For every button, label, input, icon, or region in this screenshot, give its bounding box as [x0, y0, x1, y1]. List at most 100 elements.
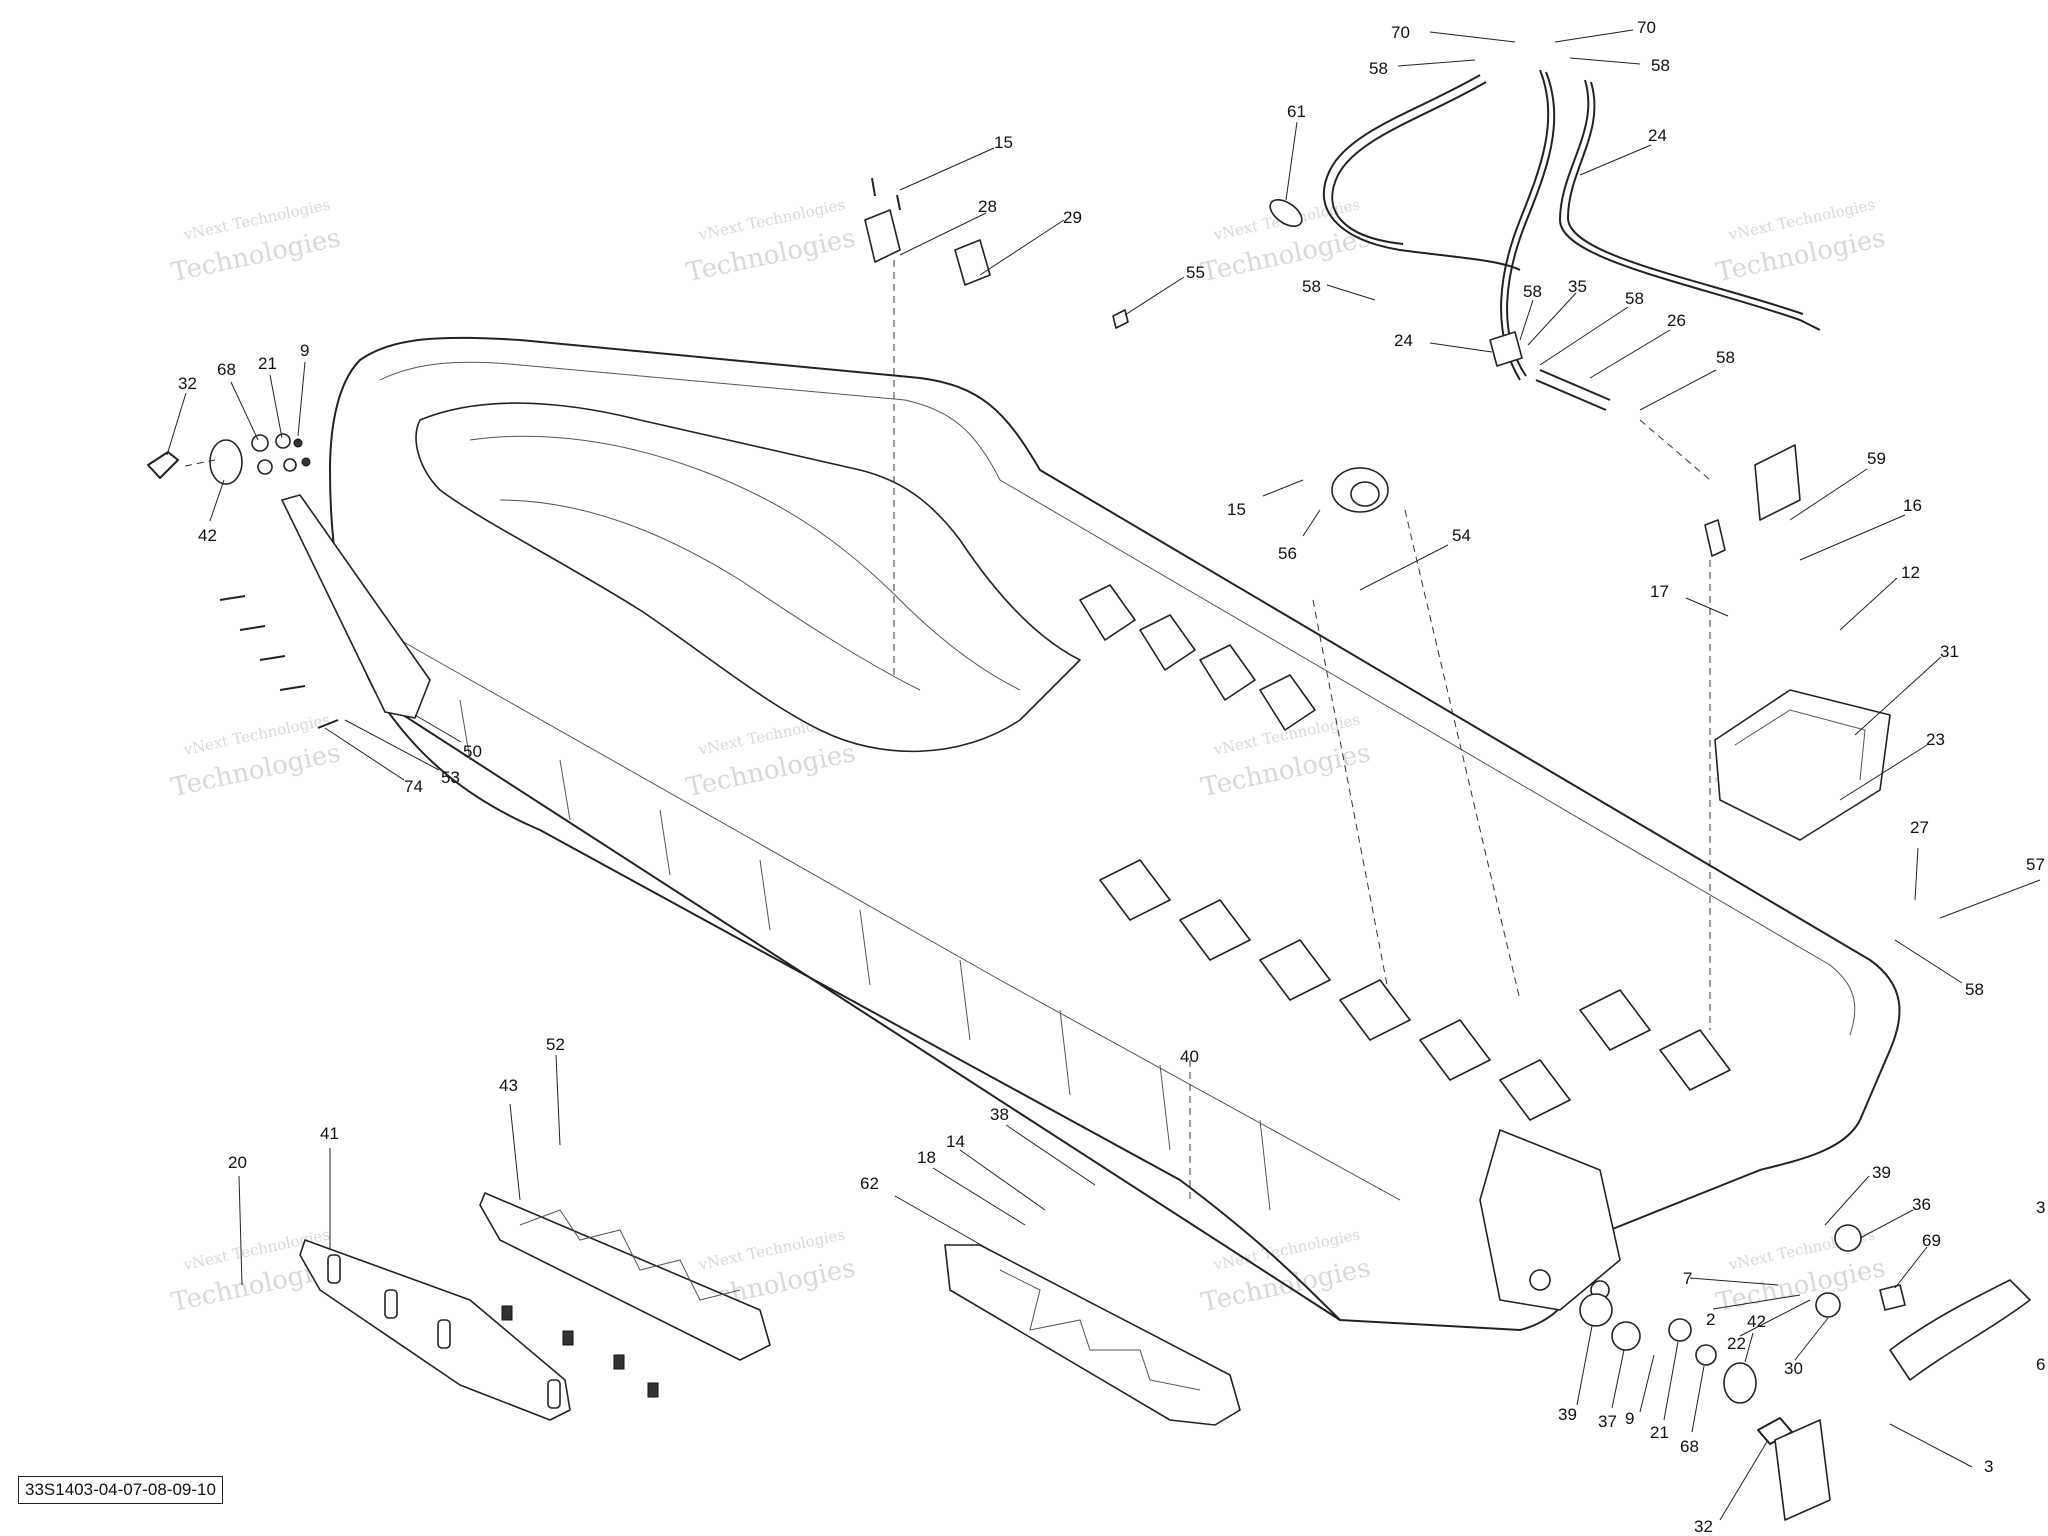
part-59	[1754, 444, 1801, 521]
callout-27: 27	[1910, 818, 1929, 837]
seat-contour	[499, 499, 921, 691]
part-31	[1714, 689, 1891, 841]
callout-6: 6	[2036, 1355, 2045, 1374]
part-30	[1815, 1292, 1841, 1318]
callout-24: 24	[1648, 126, 1667, 145]
assembly-lines	[184, 260, 1711, 1200]
callout-42: 42	[198, 526, 217, 545]
callout-38: 38	[990, 1105, 1009, 1124]
hull-chine	[379, 699, 1341, 1321]
callout-21: 21	[258, 354, 277, 373]
callout-35: 35	[1568, 277, 1587, 296]
seat-contour	[469, 435, 1021, 691]
callout-50: 50	[463, 742, 482, 761]
engine-bay-ribs	[1079, 584, 1731, 1121]
callout-70: 70	[1637, 18, 1656, 37]
screws-left	[219, 595, 339, 729]
hull-deck-rim	[329, 336, 1901, 1331]
callout-43: 43	[499, 1076, 518, 1095]
part-39	[1579, 1293, 1613, 1327]
hose-clamp-ring	[1269, 199, 1303, 227]
part-42	[209, 439, 243, 485]
callout-36: 36	[1912, 1195, 1931, 1214]
callout-58: 58	[1965, 980, 1984, 999]
callout-17: 17	[1650, 582, 1669, 601]
callout-54: 54	[1452, 526, 1471, 545]
callout-39: 39	[1558, 1405, 1577, 1424]
callout-3: 3	[2036, 1198, 2045, 1217]
callout-24: 24	[1394, 331, 1413, 350]
watermark: vNext Technologies Technologies	[1714, 195, 1889, 288]
callout-26: 26	[1667, 311, 1686, 330]
part-35	[1489, 331, 1523, 367]
callout-58: 58	[1625, 289, 1644, 308]
callout-58: 58	[1302, 277, 1321, 296]
callout-58: 58	[1369, 59, 1388, 78]
plate-42	[1723, 1362, 1757, 1404]
transom-drain	[1529, 1269, 1551, 1291]
callout-69: 69	[1922, 1231, 1941, 1250]
callout-59: 59	[1867, 449, 1886, 468]
callout-14: 14	[946, 1132, 965, 1151]
callout-23: 23	[1926, 730, 1945, 749]
callout-labels: 70 70 58 58 61 24 15 28 29 55 58 58 35 5…	[178, 18, 2045, 1536]
seat-cockpit	[415, 402, 1081, 753]
part-50	[281, 494, 431, 719]
callout-42: 42	[1747, 1312, 1766, 1331]
callout-52: 52	[546, 1035, 565, 1054]
callout-39: 39	[1872, 1163, 1891, 1182]
callout-55: 55	[1186, 263, 1205, 282]
watermark: vNext Technologies Technologies	[169, 710, 344, 803]
callout-62: 62	[860, 1174, 879, 1193]
callout-74: 74	[404, 777, 423, 796]
reboarding-step	[1889, 1279, 2031, 1381]
callout-61: 61	[1287, 102, 1306, 121]
sponson-43	[479, 1192, 771, 1361]
callout-70: 70	[1391, 23, 1410, 42]
callout-57: 57	[2026, 855, 2045, 874]
callout-40: 40	[1180, 1047, 1199, 1066]
callout-9: 9	[1625, 1409, 1634, 1428]
callout-58: 58	[1716, 348, 1735, 367]
sponson-41	[299, 1239, 571, 1421]
callout-2: 2	[1706, 1310, 1715, 1329]
callout-9: 9	[300, 341, 309, 360]
callout-41: 41	[320, 1124, 339, 1143]
hardware	[147, 177, 2031, 1521]
callout-31: 31	[1940, 642, 1959, 661]
callout-28: 28	[978, 197, 997, 216]
vent-hoses	[1269, 69, 1821, 411]
callout-7: 7	[1683, 1269, 1692, 1288]
callout-68: 68	[217, 360, 236, 379]
callout-3: 3	[1984, 1457, 1993, 1476]
callout-30: 30	[1784, 1359, 1803, 1378]
callout-21: 21	[1650, 1423, 1669, 1442]
callout-29: 29	[1063, 208, 1082, 227]
hull-side-panel	[399, 639, 1401, 1201]
watermark: vNext Technologies Technologies	[684, 195, 859, 288]
washer-21	[1668, 1318, 1692, 1342]
callout-58: 58	[1651, 56, 1670, 75]
callout-16: 16	[1903, 496, 1922, 515]
callout-20: 20	[228, 1153, 247, 1172]
hull-side-stripes	[459, 699, 1271, 1211]
callout-53: 53	[441, 768, 460, 787]
step-ladder	[1774, 1419, 1831, 1521]
washer-68	[1695, 1344, 1717, 1366]
hull-body	[329, 336, 1901, 1331]
hull-inner-rim	[379, 361, 1856, 1036]
callout-15: 15	[994, 133, 1013, 152]
part-36	[1834, 1224, 1862, 1252]
callout-18: 18	[917, 1148, 936, 1167]
diagram-reference-code: 33S1403-04-07-08-09-10	[18, 1476, 223, 1504]
callout-37: 37	[1598, 1412, 1617, 1431]
sponson-62	[944, 1244, 1241, 1426]
part-69	[1879, 1284, 1906, 1311]
callout-22: 22	[1727, 1334, 1746, 1353]
callout-68: 68	[1680, 1437, 1699, 1456]
callout-32: 32	[178, 374, 197, 393]
callout-12: 12	[1901, 563, 1920, 582]
part-37	[1611, 1321, 1641, 1351]
watermark: vNext Technologies Technologies	[169, 195, 344, 288]
